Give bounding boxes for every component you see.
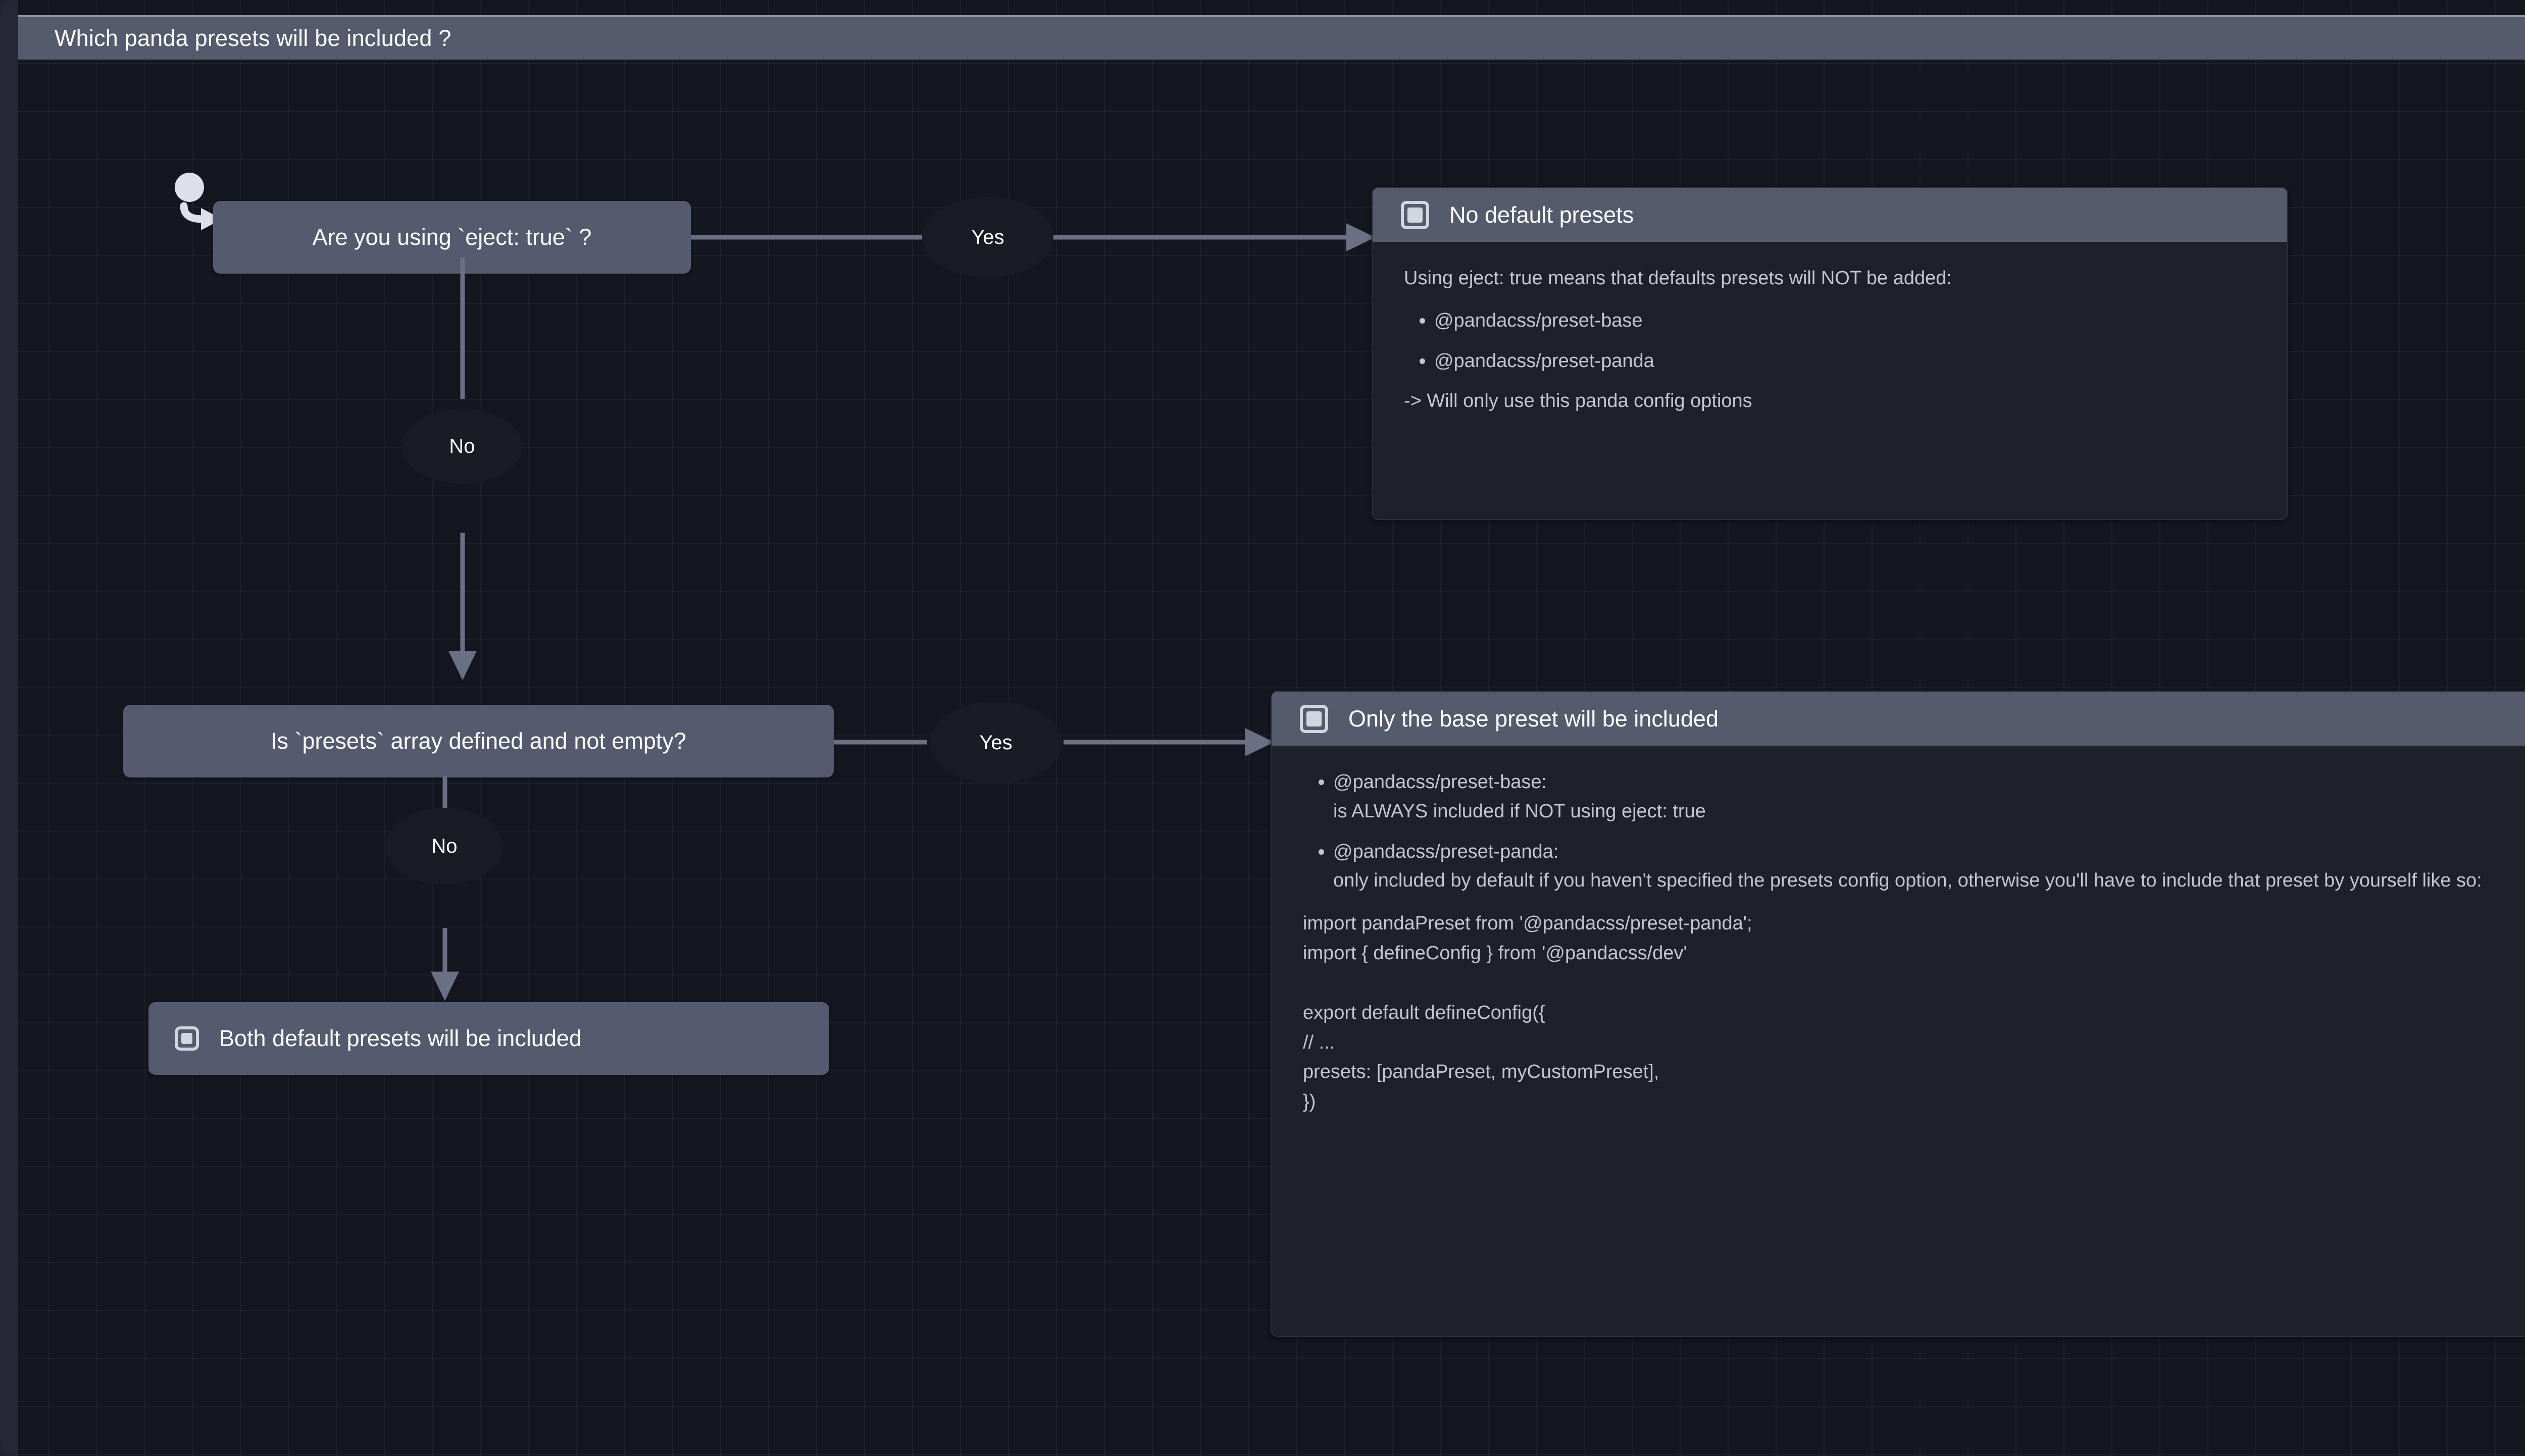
list-item: @pandacss/preset-base: is ALWAYS include… [1333, 768, 2525, 826]
note-icon [1401, 200, 1429, 229]
list-item: @pandacss/preset-base [1434, 306, 2256, 336]
edge-label-no-2[interactable]: No [386, 808, 503, 885]
edge-label-text: No [431, 835, 458, 857]
list-item-term: @pandacss/preset-base: [1333, 771, 1547, 793]
edge-label-yes-1[interactable]: Yes [922, 197, 1053, 278]
edge-label-text: Yes [979, 731, 1013, 754]
panel-body: @pandacss/preset-base: is ALWAYS include… [1272, 746, 2525, 1137]
start-node[interactable] [170, 171, 230, 231]
note-icon [1300, 704, 1328, 733]
code-block: import pandaPreset from '@pandacss/prese… [1303, 913, 1752, 1113]
node-label: Are you using `eject: true` ? [312, 224, 592, 250]
panel-header: Only the base preset will be included [1272, 692, 2525, 746]
panel-body: Using eject: true means that defaults pr… [1373, 242, 2287, 449]
panel-header: No default presets [1373, 188, 2287, 242]
diagram-title-bar: Which panda presets will be included ? [18, 15, 2525, 60]
flowchart-canvas[interactable]: Are you using `eject: true` ? Is `preset… [18, 0, 2525, 1456]
list-item-term: @pandacss/preset-panda: [1333, 841, 1559, 862]
page-title: Which panda presets will be included ? [55, 25, 451, 51]
edge-label-text: No [449, 435, 475, 457]
note-icon [175, 1026, 199, 1051]
list-item: @pandacss/preset-panda: only included by… [1333, 838, 2525, 896]
panel-title: No default presets [1449, 201, 1634, 228]
edge-label-yes-2[interactable]: Yes [930, 702, 1062, 784]
list-item-desc: only included by default if you haven't … [1333, 870, 2482, 892]
edge-label-text: Yes [971, 226, 1004, 248]
node-are-you-using-eject[interactable]: Are you using `eject: true` ? [213, 201, 691, 274]
panel-outro-text: -> Will only use this panda config optio… [1404, 390, 1752, 412]
panel-intro-text: Using eject: true means that defaults pr… [1404, 268, 1952, 289]
node-label: Is `presets` array defined and not empty… [271, 728, 686, 754]
node-both-default-presets[interactable]: Both default presets will be included [148, 1002, 829, 1075]
panel-title: Only the base preset will be included [1348, 705, 1719, 732]
node-label: Both default presets will be included [219, 1025, 582, 1051]
node-is-presets-array-defined[interactable]: Is `presets` array defined and not empty… [123, 705, 834, 777]
list-item: @pandacss/preset-panda [1434, 347, 2256, 376]
edge-label-no-1[interactable]: No [402, 409, 522, 484]
start-arrow-icon [175, 173, 222, 230]
list-item-desc: is ALWAYS included if NOT using eject: t… [1333, 800, 1706, 822]
panel-no-default-presets[interactable]: No default presets Using eject: true mea… [1372, 187, 2288, 520]
panel-only-base-preset[interactable]: Only the base preset will be included @p… [1271, 691, 2525, 1337]
panel-bullet-list: @pandacss/preset-base: is ALWAYS include… [1303, 768, 2525, 896]
panel-bullet-list: @pandacss/preset-base @pandacss/preset-p… [1404, 306, 2256, 376]
